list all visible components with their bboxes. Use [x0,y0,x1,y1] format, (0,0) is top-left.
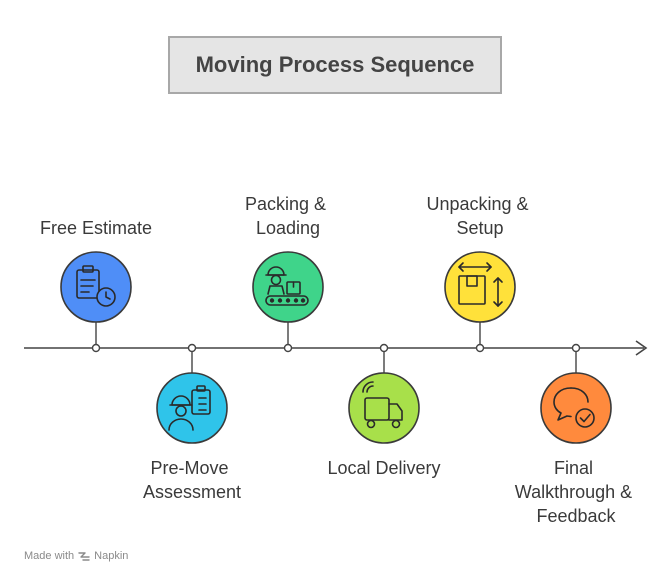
clipboard-clock-icon [76,265,116,307]
step-free-estimate: Free Estimate [40,218,152,353]
step-label: Local Delivery [327,458,440,478]
step-final-walkthrough-feedback: Final Walkthrough & Feedback [515,343,637,526]
step-circle [348,372,420,444]
delivery-truck-icon [362,381,403,429]
step-label: Free Estimate [40,218,152,238]
timeline-node [379,343,389,353]
step-circle [252,251,324,323]
step-circle [444,251,516,323]
made-with-footer: Made with Napkin [24,550,128,562]
timeline-node [187,343,197,353]
chat-check-icon [553,387,595,428]
timeline-node [571,343,581,353]
worker-checklist-icon [168,385,211,431]
timeline-arrowhead [635,340,648,356]
worker-conveyor-icon [265,266,309,306]
step-pre-move-assessment: Pre-Move Assessment [143,343,241,502]
step-circle [540,372,612,444]
footer-prefix: Made with [24,550,75,562]
napkin-logo-icon [78,551,90,561]
step-packing-loading: Packing & Loading [245,194,331,353]
footer-brand: Napkin [94,550,129,562]
diagram-title: Moving Process Sequence [195,52,475,77]
timeline-node [283,343,293,353]
box-dimensions-icon [458,262,503,307]
step-unpacking-setup: Unpacking & Setup [426,194,533,353]
timeline-node [91,343,101,353]
step-label: Unpacking & Setup [426,194,533,238]
step-circle [60,251,132,323]
step-local-delivery: Local Delivery [327,343,441,478]
timeline-node [475,343,485,353]
step-label: Pre-Move Assessment [143,458,241,502]
step-label: Final Walkthrough & Feedback [515,458,637,526]
title-box: Moving Process Sequence [168,36,502,94]
step-label: Packing & Loading [245,194,331,238]
